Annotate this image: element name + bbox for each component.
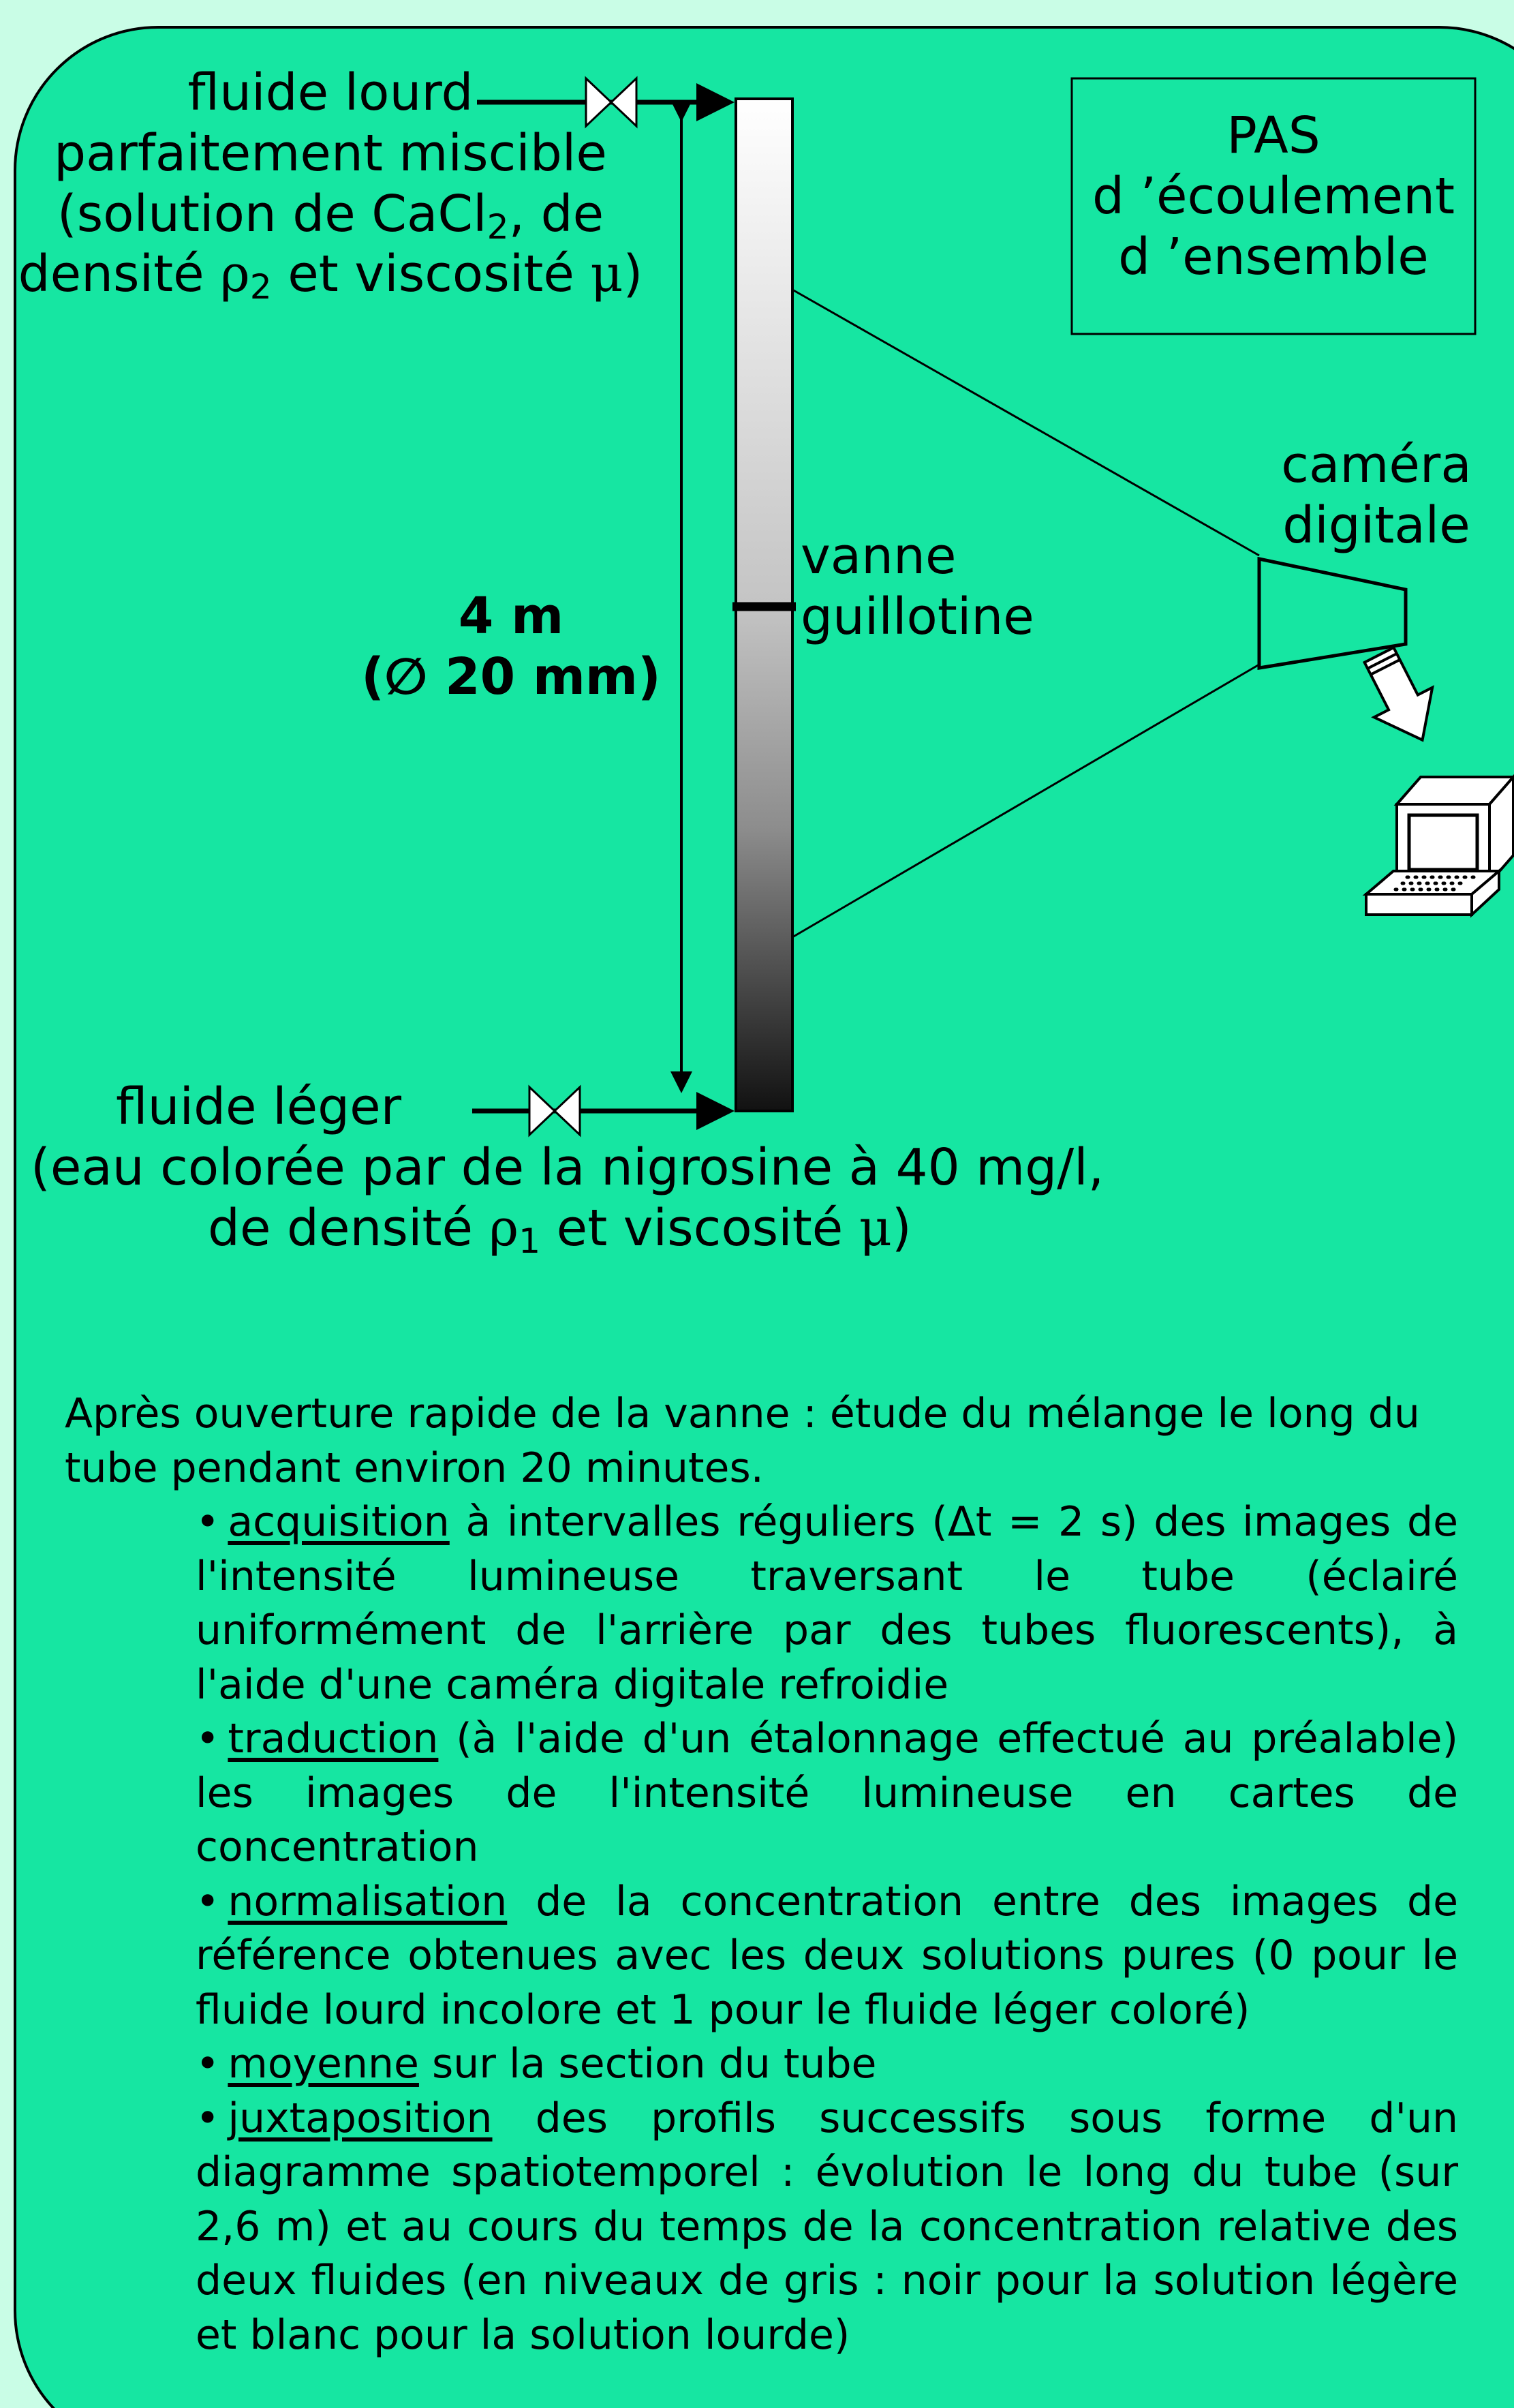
step-keyword: moyenne: [228, 2040, 419, 2088]
tube-length-label: 4 m: [458, 587, 564, 645]
camera-view-line-bottom: [792, 663, 1260, 939]
step-text: des profils successifs sous forme d'un d…: [196, 2094, 1458, 2359]
heavy-fluid-line-3-text: (solution de CaCl: [57, 184, 487, 243]
heavy-fluid-line-4: densité ρ2 et viscosité μ): [14, 244, 647, 305]
rho-symbol: ρ: [220, 245, 250, 304]
bullet-icon: •: [196, 2094, 220, 2142]
computer-icon: [1362, 774, 1514, 918]
procedure-step: •juxtaposition des profils successifs so…: [196, 2092, 1458, 2363]
camera-to-computer-arrow: [1362, 645, 1434, 742]
mu-symbol: μ: [590, 245, 623, 304]
procedure-step: •moyenne sur la section du tube: [196, 2037, 1458, 2092]
step-keyword: juxtaposition: [228, 2094, 493, 2142]
step-text: (à l'aide d'un étalonnage effectué au pr…: [196, 1715, 1458, 1871]
heavy-fluid-line-2: parfaitement miscible: [54, 123, 607, 183]
step-text: sur la section du tube: [418, 2040, 877, 2088]
no-flow-line-3: d ’ensemble: [1118, 227, 1429, 286]
light-fluid-line-3-end: ): [891, 1198, 912, 1258]
valve-label: vanne guillotine: [801, 526, 1034, 647]
rho-symbol-light: ρ: [489, 1198, 519, 1258]
tube-diameter-label: (∅ 20 mm): [361, 647, 661, 706]
light-fluid-line-3-mid: et viscosité: [540, 1198, 859, 1258]
heavy-fluid-line-4-mid: et viscosité: [271, 245, 591, 304]
step-keyword: acquisition: [228, 1498, 450, 1546]
bullet-icon: •: [196, 2040, 220, 2088]
procedure-intro: Après ouverture rapide de la vanne : étu…: [65, 1390, 1420, 1492]
bullet-icon: •: [196, 1715, 220, 1763]
heavy-fluid-line-4-end: ): [623, 245, 643, 304]
procedure-step: •normalisation de la concentration entre…: [196, 1875, 1458, 2038]
bullet-icon: •: [196, 1877, 220, 1925]
no-flow-line-1: PAS: [1226, 106, 1320, 165]
camera-line-2: digitale: [1282, 496, 1470, 555]
camera-line-1: caméra: [1281, 436, 1472, 494]
valve-line-2: guillotine: [801, 587, 1034, 646]
panel-background: [14, 26, 1514, 2408]
inlet-valve-icon-bottom: [528, 1084, 581, 1138]
tube-dimension-label: 4 m (∅ 20 mm): [347, 586, 675, 707]
procedure-steps: •acquisition à intervalles réguliers (Δt…: [196, 1495, 1458, 2362]
step-keyword: normalisation: [228, 1877, 508, 1925]
valve-line-1: vanne: [801, 527, 957, 585]
mu-symbol-light: μ: [859, 1198, 892, 1258]
rho-subscript: 2: [249, 266, 272, 307]
step-text: de la concentration entre des images de …: [196, 1877, 1458, 2034]
procedure-step: •acquisition à intervalles réguliers (Δt…: [196, 1495, 1458, 1712]
heavy-fluid-label: fluide lourd parfaitement miscible (solu…: [14, 63, 647, 305]
step-text: à intervalles réguliers (Δt = 2 s) des i…: [196, 1498, 1458, 1709]
camera-label: caméra digitale: [1274, 435, 1479, 556]
no-flow-label: PAS d ’écoulement d ’ensemble: [1072, 106, 1475, 287]
light-fluid-line-3: de densité ρ1 et viscosité μ): [0, 1198, 1124, 1259]
rho-subscript-light: 1: [519, 1220, 541, 1261]
light-fluid-line-1: fluide léger: [116, 1078, 402, 1136]
procedure-description: Après ouverture rapide de la vanne : étu…: [65, 1387, 1458, 2362]
heavy-fluid-line-1: fluide lourd: [187, 63, 474, 122]
camera-icon: [1257, 556, 1408, 670]
light-fluid-line-3-text: de densité: [208, 1198, 489, 1258]
no-flow-line-2: d ’écoulement: [1092, 166, 1455, 226]
heavy-fluid-line-3: (solution de CaCl2, de: [14, 184, 647, 245]
no-flow-box: [1070, 77, 1477, 335]
step-keyword: traduction: [228, 1715, 439, 1763]
procedure-step: •traduction (à l'aide d'un étalonnage ef…: [196, 1712, 1458, 1875]
heavy-fluid-line-3-end: , de: [508, 184, 604, 243]
heavy-fluid-line-3-sub: 2: [486, 206, 509, 247]
heavy-fluid-line-4-text: densité: [18, 245, 221, 304]
inlet-valve-icon-top: [585, 76, 638, 129]
bullet-icon: •: [196, 1498, 220, 1546]
camera-view-line-top: [792, 288, 1260, 557]
light-fluid-label: fluide léger (eau colorée par de la nigr…: [0, 1077, 1124, 1258]
light-fluid-line-2: (eau colorée par de la nigrosine à 40 mg…: [31, 1138, 1104, 1197]
